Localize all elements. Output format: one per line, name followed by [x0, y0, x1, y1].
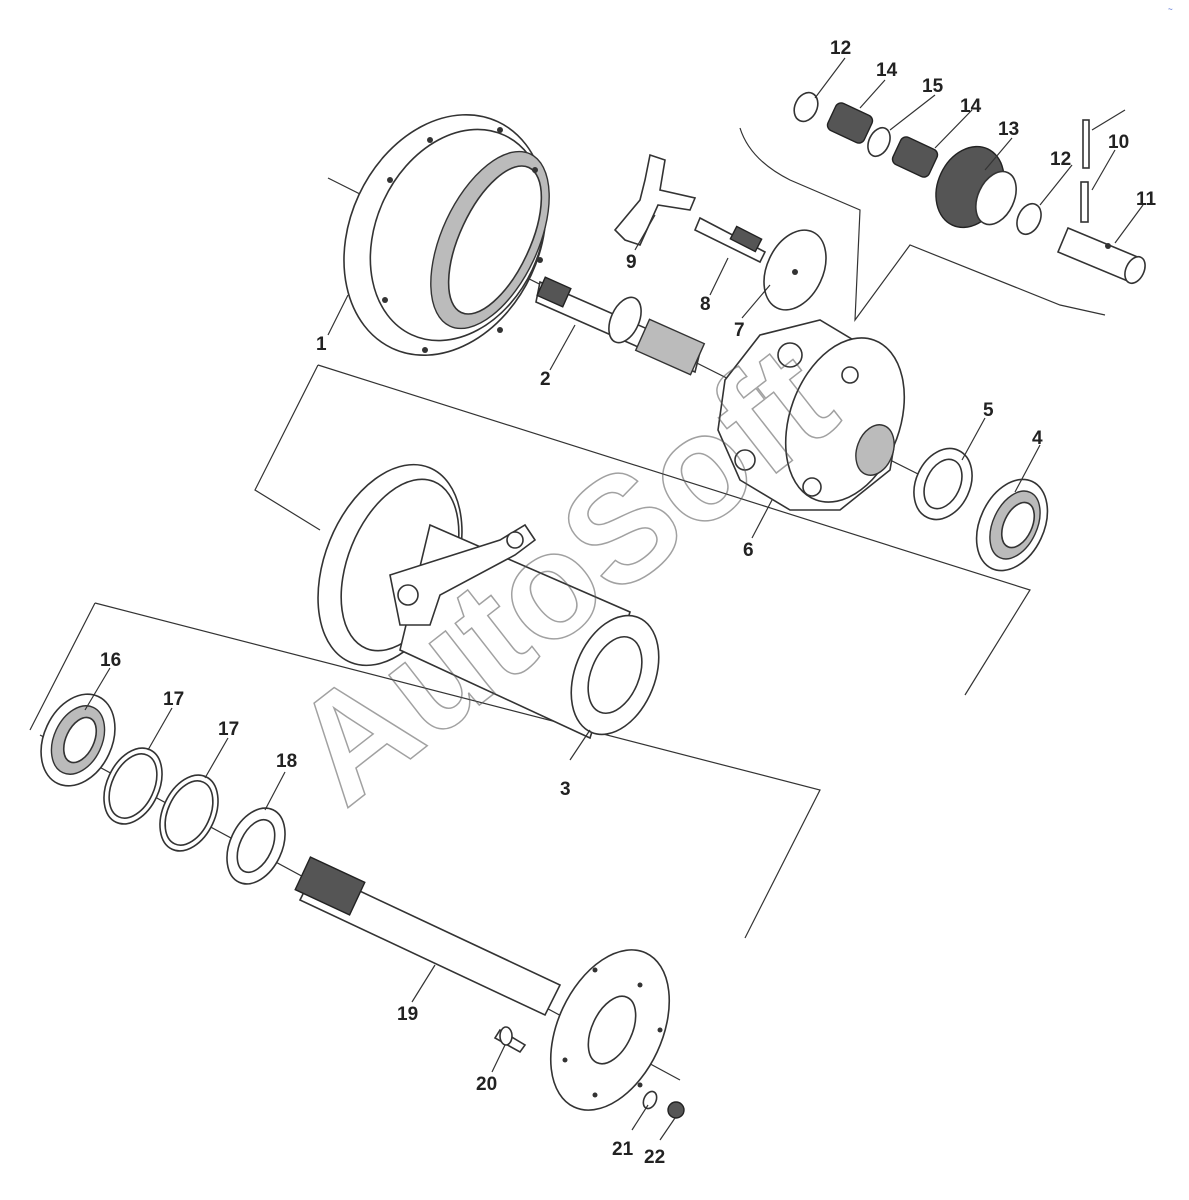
- fasteners: [493, 1026, 685, 1119]
- axle-shaft: [294, 856, 671, 1111]
- callout-6: 6: [743, 540, 754, 561]
- callout-12-top: 12: [830, 38, 851, 59]
- callout-20: 20: [476, 1074, 497, 1095]
- callout-15: 15: [922, 76, 944, 97]
- callout-9: 9: [626, 252, 637, 273]
- callout-19: 19: [397, 1004, 418, 1025]
- callout-21: 21: [612, 1139, 634, 1160]
- frame-shaft-group: [29, 602, 821, 939]
- callout-17-right: 17: [218, 719, 239, 740]
- callout-8: 8: [700, 294, 711, 315]
- spacer-ring: [226, 807, 286, 885]
- callout-22: 22: [644, 1147, 665, 1168]
- callout-2: 2: [540, 369, 551, 390]
- callout-12-right: 12: [1050, 149, 1071, 170]
- carrier-housing: [717, 319, 906, 511]
- callout-18: 18: [276, 751, 297, 772]
- leader-lines: [84, 57, 1144, 1141]
- callout-1: 1: [316, 334, 327, 355]
- pinion-pin: [693, 216, 767, 264]
- outer-bearing: [40, 693, 116, 787]
- callout-16: 16: [100, 650, 121, 671]
- frame-planetary-inset: [739, 127, 1106, 322]
- callout-17-left: 17: [163, 689, 184, 710]
- tapered-bearing: [975, 478, 1049, 572]
- callout-4: 4: [1032, 428, 1043, 449]
- callout-5: 5: [983, 400, 994, 421]
- shim-ring: [913, 447, 973, 521]
- callout-3: 3: [560, 779, 571, 800]
- callout-10: 10: [1108, 132, 1129, 153]
- callout-13: 13: [998, 119, 1019, 140]
- assembly-frames: [29, 127, 1106, 939]
- callout-labels: 1 2 3 4 5 6 7 8 9 10 11 12 12 13 14 14 1…: [100, 38, 1157, 1168]
- corner-mark: ~: [1168, 5, 1173, 14]
- callout-14-left: 14: [876, 60, 898, 81]
- frame-housing-group: [254, 364, 1031, 696]
- input-shaft: [535, 276, 706, 376]
- axle-housing: [317, 463, 660, 740]
- callout-11: 11: [1136, 189, 1157, 210]
- callout-14-right: 14: [960, 96, 982, 117]
- callout-7: 7: [734, 320, 745, 341]
- ring-gear: [343, 114, 550, 356]
- retaining-rings: [103, 747, 219, 852]
- planetary-parts: [793, 91, 1146, 285]
- carrier-arm: [613, 153, 697, 246]
